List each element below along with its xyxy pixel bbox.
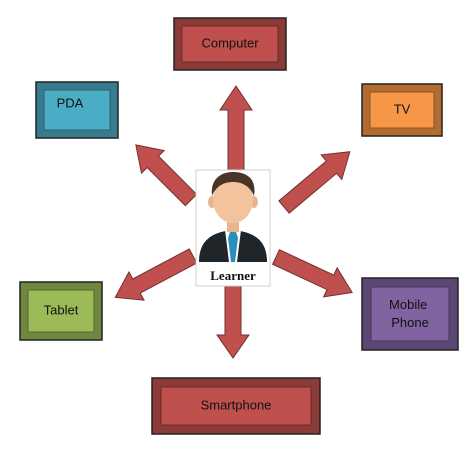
arrow-to-smartphone	[216, 279, 250, 359]
device-label-computer: Computer	[201, 35, 259, 50]
smartphone-box: Smartphone	[151, 377, 321, 435]
device-label-tv: TV	[394, 101, 411, 116]
arrow-to-tablet	[114, 248, 198, 301]
arrow-to-pda	[135, 144, 198, 207]
computer-box: Computer	[173, 17, 287, 71]
device-boxes: Computer TV Mobile Phone Smartphone	[19, 17, 459, 435]
learner-label: Learner	[210, 268, 256, 283]
tv-box: TV	[361, 83, 443, 137]
device-label-pda: PDA	[57, 95, 84, 110]
arrow-to-tv	[278, 151, 351, 214]
device-label-mobile: Mobile Phone	[389, 297, 431, 330]
device-label-smartphone: Smartphone	[201, 397, 272, 412]
pda-box: PDA	[35, 81, 119, 139]
tablet-box: Tablet	[19, 281, 103, 341]
person-icon	[199, 172, 267, 262]
arrows-group	[114, 85, 353, 359]
arrow-to-computer	[219, 85, 253, 171]
arrow-to-mobile-phone	[271, 249, 353, 298]
learner-node: Learner	[195, 169, 271, 287]
device-label-tablet: Tablet	[44, 302, 79, 317]
mobile-phone-box: Mobile Phone	[361, 277, 459, 351]
